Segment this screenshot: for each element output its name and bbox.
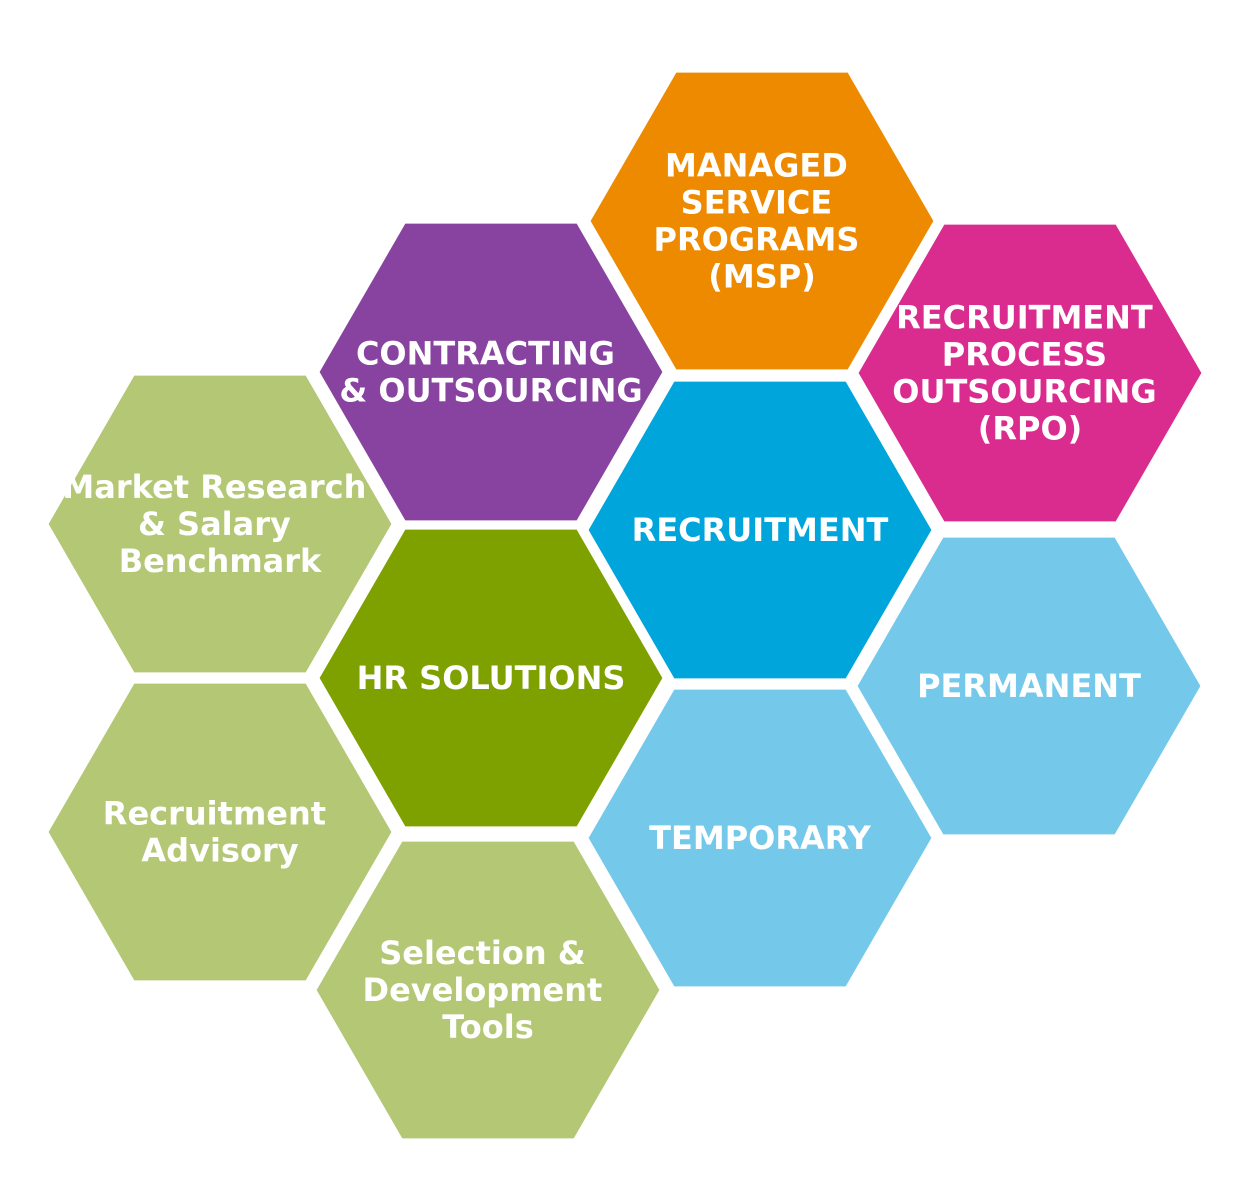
hexagon-label-line: Tools — [442, 1008, 534, 1046]
hexagon-label-line: Advisory — [141, 832, 298, 870]
hexagon-label-line: SERVICE — [681, 184, 833, 222]
hexagon-rpo: RECRUITMENT PROCESS OUTSOURCING (RPO) — [849, 216, 1211, 530]
hexagon-label: RECRUITMENT PROCESS OUTSOURCING (RPO) — [892, 299, 1167, 448]
hexagon-label-line: (RPO) — [978, 410, 1083, 448]
hexagon-shape — [849, 216, 1211, 530]
hexagon-label-line: Selection & — [379, 934, 585, 972]
hexagon-hr-solutions: HR SOLUTIONS — [310, 521, 672, 835]
hexagon-shape — [579, 681, 941, 995]
hexagon-label-line: TEMPORARY — [649, 819, 871, 857]
hexagon-shape — [307, 833, 669, 1147]
hexagon-label-line: PROCESS — [942, 336, 1107, 374]
hexagon-permanent: PERMANENT — [848, 529, 1210, 843]
hexagon-label-line: RECRUITMENT — [632, 511, 889, 549]
hexagon-label: Recruitment Advisory — [103, 795, 337, 870]
hexagon-label-line: MANAGED — [665, 147, 848, 185]
hexagon-label: RECRUITMENT — [632, 511, 889, 549]
hexagon-label: CONTRACTING & OUTSOURCING — [339, 335, 642, 410]
hexagon-recruitment: RECRUITMENT — [579, 373, 941, 687]
hexagon-temporary: TEMPORARY — [579, 681, 941, 995]
hexagon-selection-development: Selection & Development Tools — [307, 833, 669, 1147]
hexagon-label: Market Research & Salary Benchmark — [62, 468, 377, 580]
hexagon-label: PERMANENT — [917, 667, 1141, 705]
hexagon-label-line: OUTSOURCING — [892, 373, 1156, 411]
hexagon-label: HR SOLUTIONS — [357, 659, 626, 697]
hexagon-label-line: Benchmark — [119, 542, 322, 580]
hexagon-label-line: Recruitment — [103, 795, 326, 833]
hexagon-market-research: Market Research & Salary Benchmark — [39, 367, 401, 681]
hexagon-shape — [39, 675, 401, 989]
hexagon-label-line: CONTRACTING — [356, 335, 615, 373]
hexagon-label: TEMPORARY — [649, 819, 871, 857]
hexagon-recruitment-advisory: Recruitment Advisory — [39, 675, 401, 989]
hexagon-shape — [310, 521, 672, 835]
hexagon-label-line: PROGRAMS — [654, 221, 860, 259]
hexagon-label-line: HR SOLUTIONS — [357, 659, 626, 697]
hexagon-label-line: RECRUITMENT — [896, 299, 1153, 337]
hexagon-msp: MANAGED SERVICE PROGRAMS (MSP) — [581, 64, 943, 378]
hexagon-label-line: PERMANENT — [917, 667, 1141, 705]
hexagon-label-line: Market Research — [62, 468, 366, 506]
hexagon-label-line: & OUTSOURCING — [339, 372, 642, 410]
hexagon-label: MANAGED SERVICE PROGRAMS (MSP) — [654, 147, 871, 296]
hexagon-shape — [848, 529, 1210, 843]
hexagon-label-line: & Salary — [138, 505, 291, 543]
hexagon-label-line: Development — [363, 971, 603, 1009]
hexagon-label: Selection & Development Tools — [363, 934, 614, 1046]
hexagon-contracting: CONTRACTING & OUTSOURCING — [310, 215, 672, 529]
hexagon-label-line: (MSP) — [708, 258, 816, 296]
